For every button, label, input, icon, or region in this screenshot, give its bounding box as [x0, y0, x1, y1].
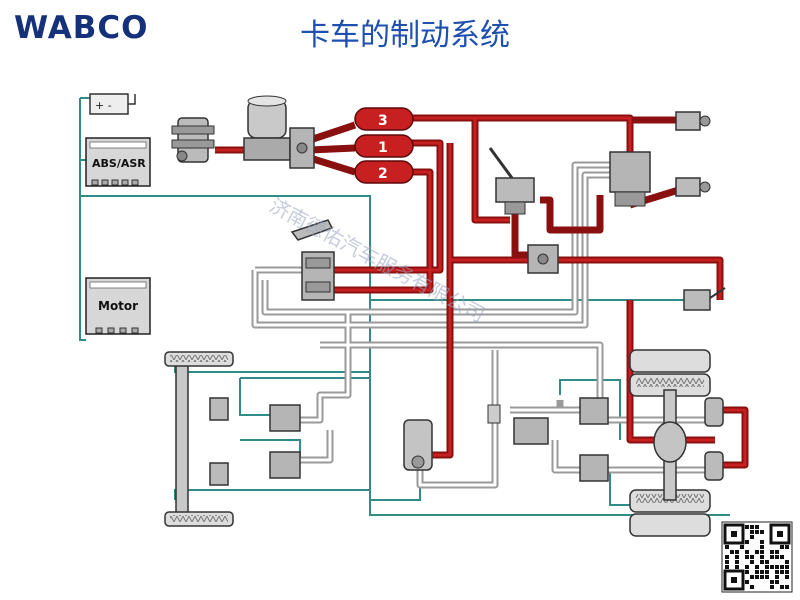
front-right-brake-chamber [209, 462, 229, 486]
rear-right-spring-brake [704, 451, 724, 481]
reservoir-2: 2 [354, 160, 414, 184]
rear-relay-valve [487, 404, 549, 445]
hand-brake-valve [488, 147, 535, 215]
foot-brake-valve [290, 219, 335, 301]
reservoir-3: 3 [354, 107, 414, 131]
ecu-label: ABS/ASR [92, 157, 146, 170]
front-left-brake-chamber [209, 397, 229, 421]
page-title: 卡车的制动系统 [300, 18, 510, 53]
battery: + - [89, 93, 136, 115]
front-axle [164, 351, 301, 527]
trailer-control-valve [609, 151, 651, 207]
reservoir-1-label: 1 [378, 140, 388, 156]
protection-valve [289, 127, 315, 169]
reservoirs: 3 1 2 [354, 107, 414, 184]
reservoir-1: 1 [354, 134, 414, 158]
exhaust-brake-cylinder [683, 287, 726, 311]
rear-left-spring-brake [704, 397, 724, 427]
air-dryer [243, 95, 291, 161]
motor-label: Motor [98, 299, 138, 313]
battery-symbol: + - [95, 99, 112, 112]
qr-code [721, 521, 793, 593]
motor-ecu: Motor [85, 277, 151, 335]
reservoir-3-label: 3 [378, 113, 388, 129]
reservoir-2-label: 2 [378, 166, 388, 182]
wabco-logo: WABCO [14, 10, 149, 46]
front-left-abs-valve [269, 404, 301, 432]
control-lines-inner [253, 163, 720, 487]
rear-axle [629, 349, 724, 537]
abs-asr-ecu: ABS/ASR [85, 137, 151, 187]
front-right-abs-valve [269, 451, 301, 479]
relay-valve-center [527, 244, 559, 274]
air-compressor [171, 117, 215, 163]
trailer-couplings [675, 111, 711, 197]
rear-abs-valves [579, 397, 609, 482]
load-sensing-valve [403, 419, 433, 471]
